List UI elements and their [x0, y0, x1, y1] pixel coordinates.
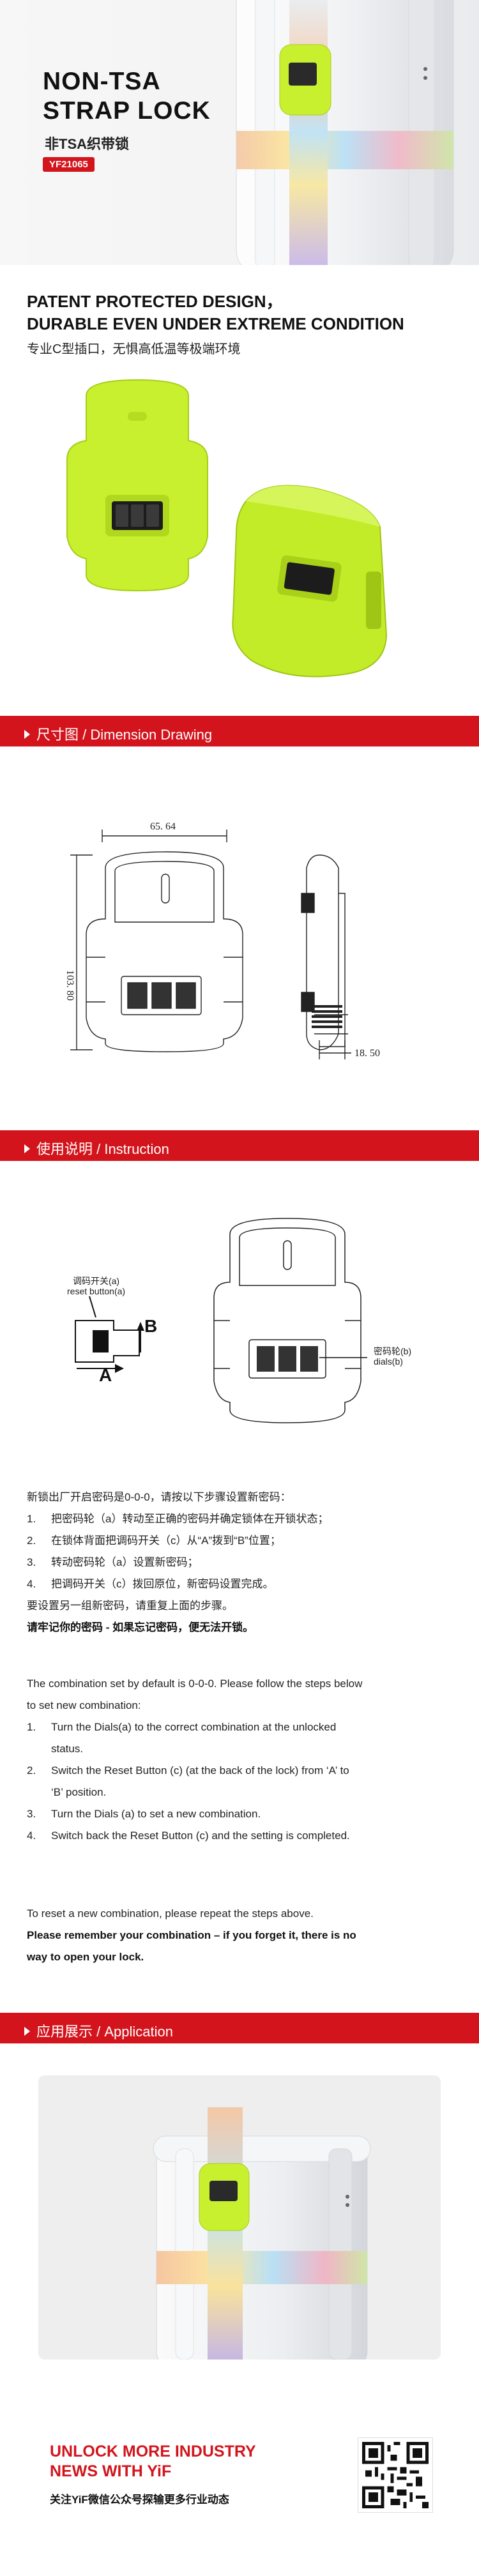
dimension-section-label: 尺寸图 / Dimension Drawing [24, 724, 212, 744]
footer-subtitle: 关注YiF微信公众号探输更多行业动态 [50, 2494, 229, 2506]
en-step-2-line1: Switch the Reset Button (c) (at the back… [51, 1764, 349, 1777]
en-step-1-line2: status. [51, 1743, 84, 1755]
section-header-application: 应用展示 / Application [0, 2013, 479, 2043]
reset-switch-diagram: B A [75, 1296, 157, 1381]
cn-step-2: 在锁体背面把调码开关（c）从“A”拨到“B”位置； [51, 1534, 281, 1547]
dimension-drawing-side: 18. 50 [301, 854, 380, 1059]
model-badge: YF21065 [43, 157, 95, 172]
hero-subtitle: 非TSA织带锁 [45, 136, 130, 152]
en-repeat-note: To reset a new combination, please repea… [27, 1907, 314, 1920]
dimension-drawing-front: 65. 64 103. 80 [65, 821, 243, 1052]
feature-subtitle: 专业C型插口，无惧高低温等极端环境 [27, 342, 241, 356]
section-header-instruction: 使用说明 / Instruction [0, 1130, 479, 1161]
suitcase-application-image [153, 2107, 371, 2360]
hero-title-line2: STRAP LOCK [43, 97, 211, 125]
cn-warning: 请牢记你的密码 - 如果忘记密码，便无法开锁。 [27, 1621, 254, 1633]
reset-button-label-en: reset button(a) [67, 1286, 126, 1296]
green-lock-angle-image [232, 485, 388, 678]
reset-button-callout: 调码开关(a) reset button(a) [67, 1276, 125, 1296]
green-lock-front-image [66, 379, 208, 592]
cn-step-3-num: 3. [27, 1556, 36, 1568]
en-step-3-num: 3. [27, 1808, 36, 1820]
cn-intro: 新锁出厂开启密码是0-0-0，请按以下步骤设置新密码： [27, 1491, 291, 1503]
cn-step-4-num: 4. [27, 1578, 36, 1590]
en-intro-line1: The combination set by default is 0-0-0.… [27, 1678, 363, 1690]
depth-dimension-label: 18. 50 [354, 1048, 380, 1059]
feature-title-line1: PATENT PROTECTED DESIGN， [27, 292, 283, 311]
switch-position-a-label: A [99, 1365, 112, 1381]
footer-headline-line1: UNLOCK MORE INDUSTRY [50, 2443, 256, 2460]
en-warning-line2: way to open your lock. [27, 1951, 144, 1963]
switch-position-b-label: B [144, 1316, 157, 1336]
en-step-1-line1: Turn the Dials(a) to the correct combina… [51, 1721, 337, 1733]
en-step-2-line2: ‘B’ position. [51, 1786, 107, 1798]
wechat-qr-code [358, 2437, 433, 2513]
cn-step-1-num: 1. [27, 1513, 36, 1525]
application-photo [38, 2075, 441, 2360]
hero-title-line1: NON-TSA [43, 68, 161, 95]
en-warning-line1: Please remember your combination – if yo… [27, 1929, 356, 1941]
instruction-section: 调码开关(a) reset button(a) B A 密码轮(b) dials… [0, 1161, 479, 2013]
application-section: UNLOCK MORE INDUSTRY NEWS WITH YiF 关注YiF… [0, 2043, 479, 2576]
lock-instruction-diagram [213, 1218, 367, 1423]
footer-headline-line2: NEWS WITH YiF [50, 2462, 172, 2480]
en-intro-line2: to set new combination: [27, 1699, 141, 1711]
reset-button-label-cn: 调码开关(a) [72, 1276, 120, 1286]
height-dimension-label: 103. 80 [65, 970, 75, 1001]
cn-step-1: 把密码轮（a）转动至正确的密码并确定锁体在开锁状态； [51, 1513, 329, 1525]
en-step-4-num: 4. [27, 1830, 36, 1842]
en-step-2-num: 2. [27, 1764, 36, 1777]
dials-label-cn: 密码轮(b) [374, 1346, 412, 1356]
width-dimension-label: 65. 64 [150, 821, 176, 832]
cn-repeat-note: 要设置另一组新密码，请重复上面的步骤。 [27, 1600, 233, 1612]
en-step-3: Turn the Dials (a) to set a new combinat… [51, 1808, 261, 1820]
suitcase-with-strap-image [236, 0, 454, 265]
dimension-drawing-section: 65. 64 103. 80 18. 50 [0, 746, 479, 1130]
application-section-label: 应用展示 / Application [24, 2020, 173, 2041]
feature-title-line2: DURABLE EVEN UNDER EXTREME CONDITION [27, 314, 404, 333]
en-step-4: Switch back the Reset Button (c) and the… [51, 1830, 350, 1842]
qr-code-icon [362, 2442, 429, 2508]
en-step-1-num: 1. [27, 1721, 36, 1733]
cn-step-2-num: 2. [27, 1534, 36, 1547]
hero-banner: NON-TSA STRAP LOCK 非TSA织带锁 YF21065 [0, 0, 479, 265]
feature-section: PATENT PROTECTED DESIGN， DURABLE EVEN UN… [0, 265, 479, 716]
dials-label-en: dials(b) [374, 1356, 403, 1367]
instruction-section-label: 使用说明 / Instruction [24, 1138, 169, 1158]
section-header-dimension: 尺寸图 / Dimension Drawing [0, 716, 479, 746]
cn-step-4: 把调码开关（c）拨回原位，新密码设置完成。 [51, 1578, 274, 1590]
cn-step-3: 转动密码轮（a）设置新密码； [51, 1556, 199, 1568]
dials-callout: 密码轮(b) dials(b) [374, 1346, 411, 1367]
